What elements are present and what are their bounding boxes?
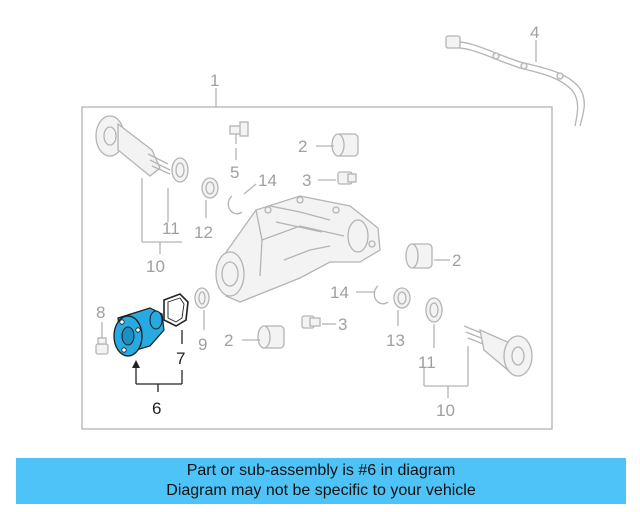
- callout-11a: 11: [162, 219, 180, 238]
- differential-housing: [215, 195, 381, 303]
- callout-14a: 14: [258, 171, 277, 190]
- parts-diagram: 1 4 11 10 12 14 5: [81, 23, 585, 430]
- callout-12: 12: [194, 223, 213, 242]
- callout-6: 6: [152, 399, 161, 418]
- bolt-3-bottom: [301, 315, 321, 329]
- mount-bushing-2-bottom: [257, 325, 285, 349]
- gasket-7: [163, 293, 189, 327]
- breather-valve-5: [229, 121, 249, 144]
- callout-10b: 10: [436, 401, 455, 420]
- mount-bushing-2-top: [331, 133, 359, 157]
- drain-plug-8: [95, 337, 109, 355]
- callout-14b: 14: [330, 283, 349, 302]
- callout-2c: 2: [224, 331, 233, 350]
- info-banner: Part or sub-assembly is #6 in diagram Di…: [16, 458, 626, 504]
- seal-ring-13: [393, 287, 411, 309]
- callout-11b: 11: [418, 353, 436, 372]
- callout-3a: 3: [302, 171, 311, 190]
- mount-bushing-2-right: [405, 243, 433, 269]
- callout-2a: 2: [298, 137, 307, 156]
- seal-ring-9: [194, 287, 210, 309]
- callout-9: 9: [198, 335, 207, 354]
- assembly-frame: [81, 106, 553, 430]
- callout-13: 13: [386, 331, 405, 350]
- callout-5: 5: [230, 163, 239, 182]
- circlip-14-top: [227, 195, 243, 215]
- banner-line-2: Diagram may not be specific to your vehi…: [166, 482, 476, 499]
- callout-3b: 3: [338, 315, 347, 334]
- callout-4: 4: [530, 23, 539, 42]
- callout-1: 1: [210, 71, 219, 90]
- banner-line-1: Part or sub-assembly is #6 in diagram: [186, 462, 456, 479]
- wire-harness-part: [445, 35, 585, 127]
- circlip-14-right: [373, 285, 389, 305]
- right-flange-shaft: [425, 297, 533, 377]
- part-6-highlighted[interactable]: [113, 307, 165, 357]
- callout-2b: 2: [452, 251, 461, 270]
- left-flange-shaft: [95, 115, 189, 183]
- callout-8: 8: [96, 303, 105, 322]
- seal-ring-12: [201, 177, 219, 199]
- bolt-3-top: [337, 171, 357, 185]
- callout-7: 7: [176, 349, 185, 368]
- callout-10a: 10: [146, 257, 165, 276]
